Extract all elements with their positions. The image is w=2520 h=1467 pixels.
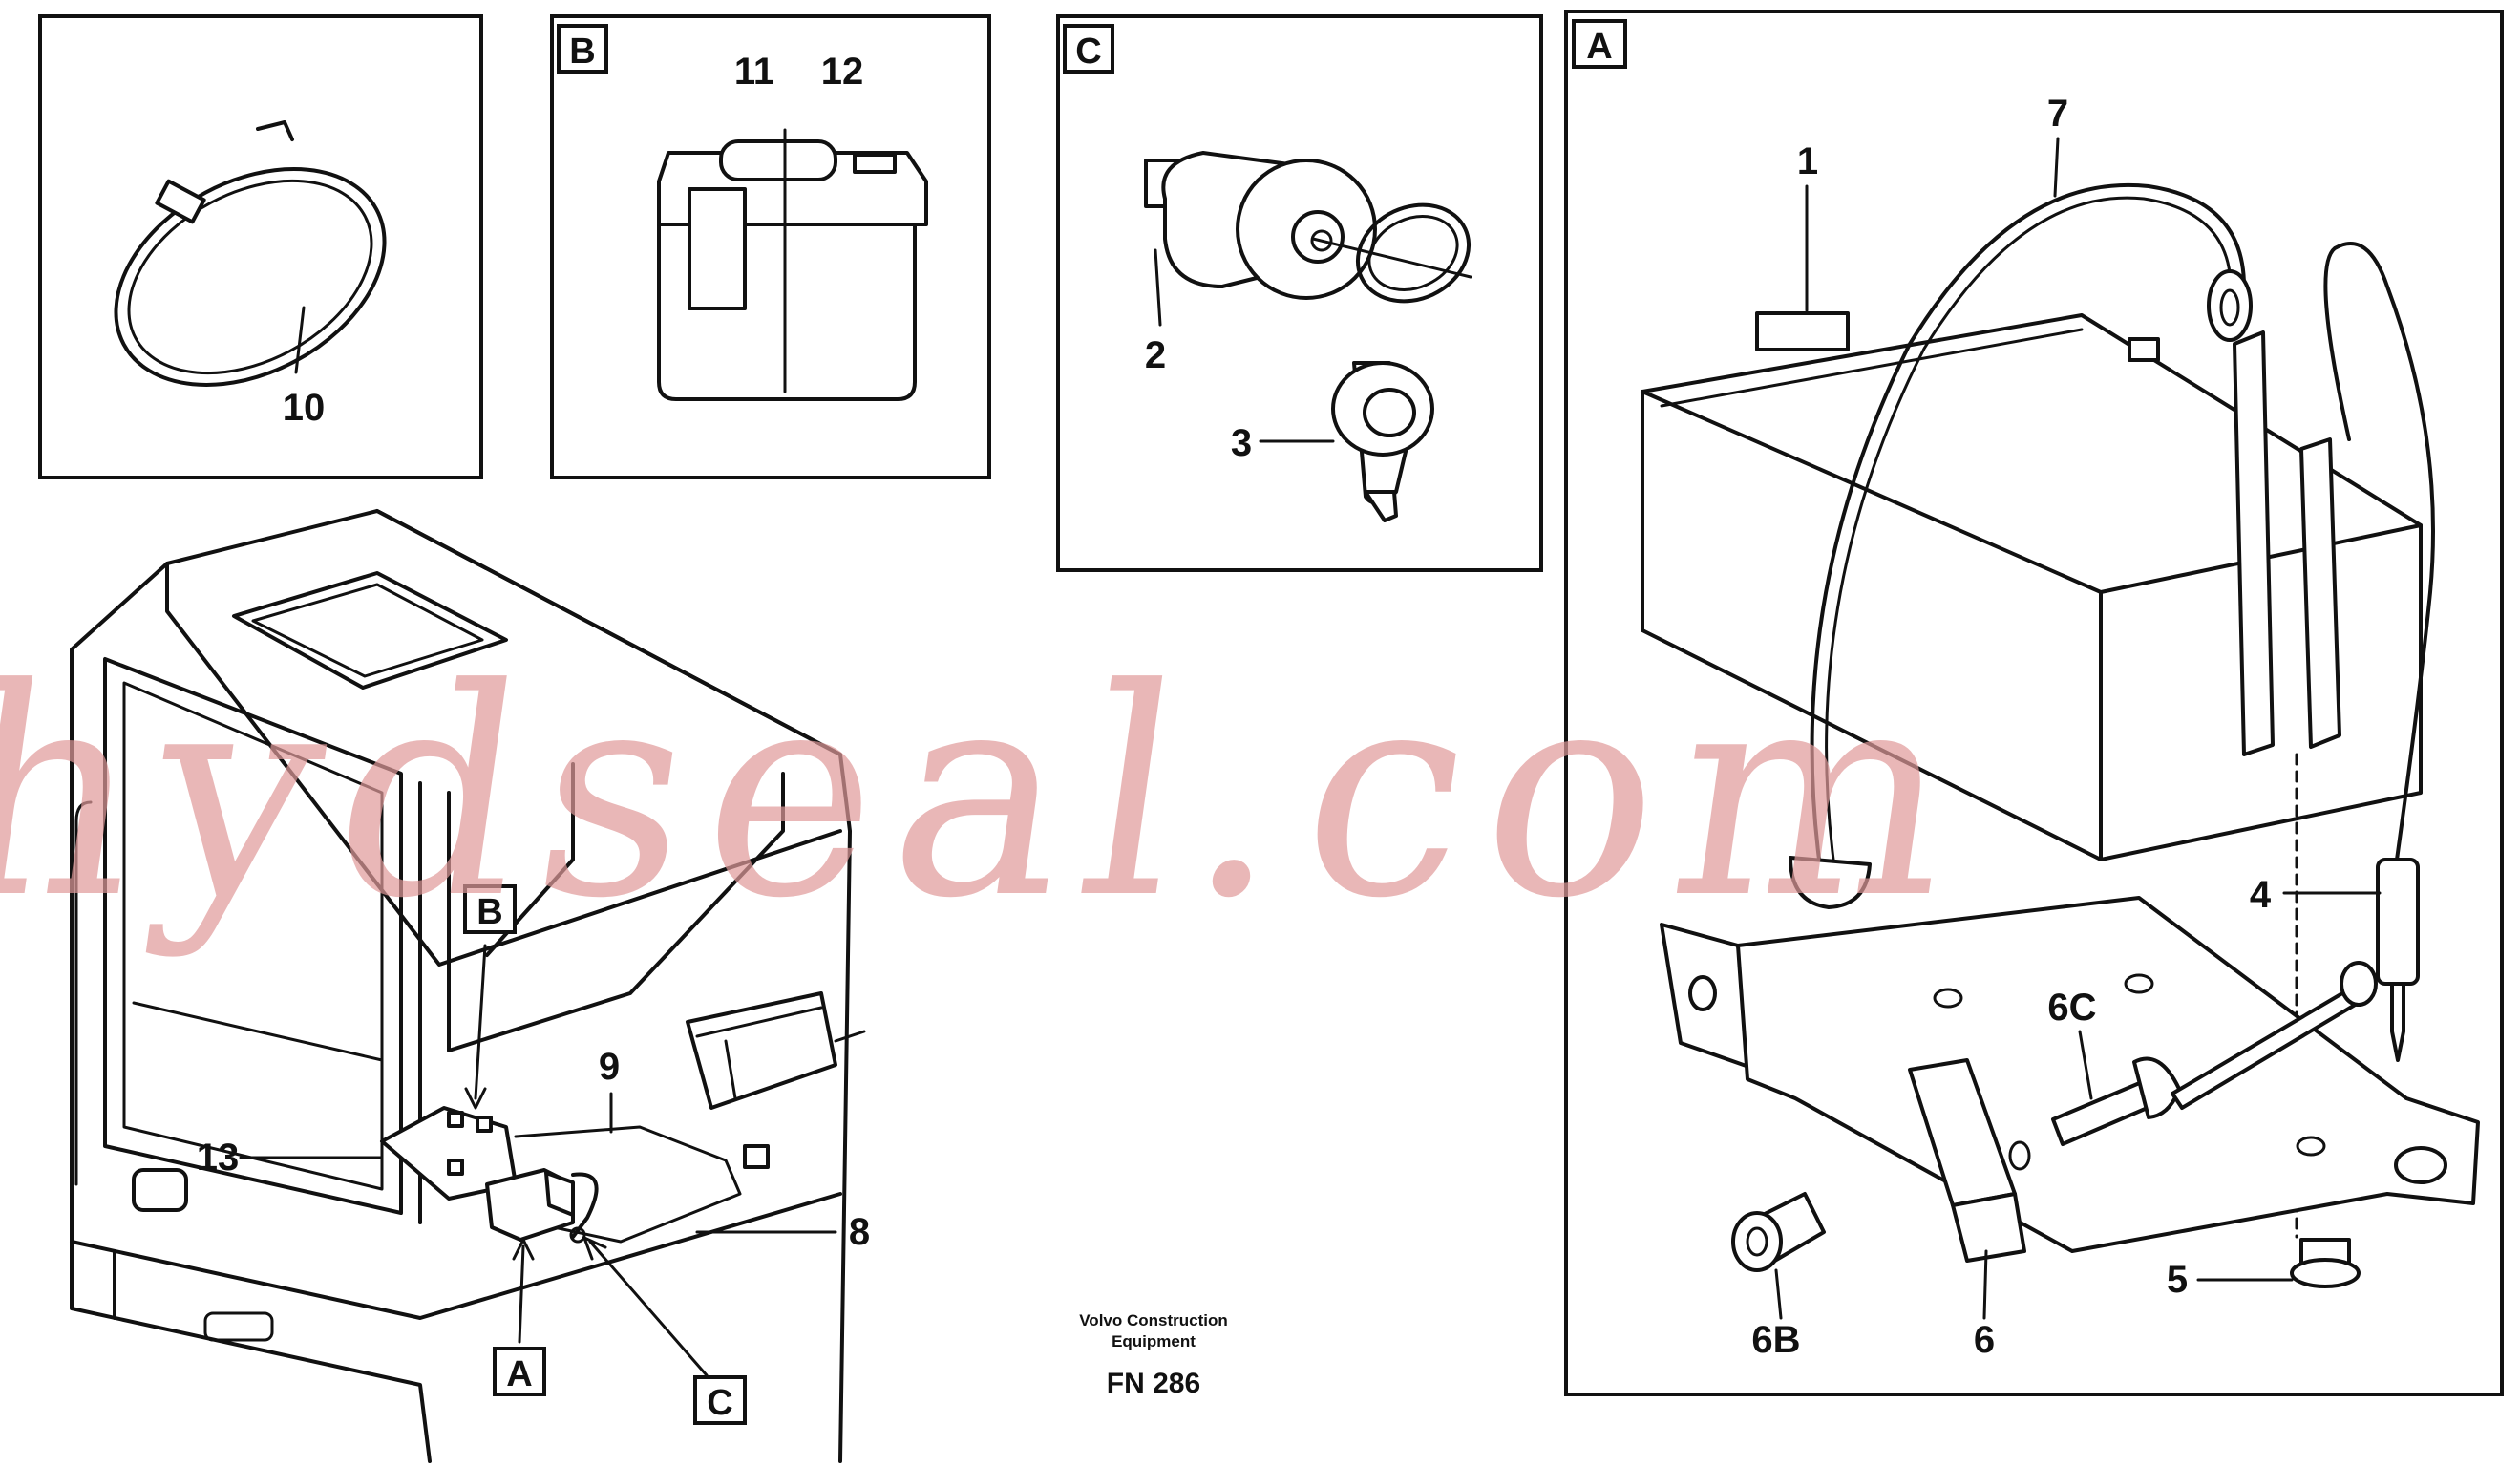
- panel-b: B 11 12: [550, 14, 991, 479]
- bracket-drawing: [1660, 896, 2480, 1288]
- callout-4: 4: [2250, 874, 2272, 916]
- callout-13: 13: [197, 1137, 240, 1179]
- callout-11: 11: [734, 51, 774, 93]
- panel-cable-tie: 10: [38, 14, 483, 479]
- panel-a-tag-box: [1572, 19, 1627, 69]
- socket-drawing: [1144, 151, 1472, 522]
- callout-2: 2: [1145, 334, 1166, 376]
- cab-tag-b-box: [463, 884, 517, 934]
- caption-line1: Volvo Construction: [1079, 1311, 1228, 1329]
- panel-c-tag: C: [1075, 32, 1101, 72]
- panel-a-tag: A: [1586, 27, 1612, 67]
- callout-8: 8: [849, 1211, 870, 1253]
- panel-b-tag: B: [569, 32, 595, 72]
- box-drawing: [1641, 311, 2423, 861]
- cab-drawing: 13 9 8 B A C: [70, 509, 870, 1463]
- caption: Volvo Construction Equipment FN 286: [1079, 1311, 1228, 1399]
- cab-tag-a: A: [506, 1354, 532, 1394]
- callout-6c: 6C: [2047, 987, 2096, 1029]
- callout-6: 6: [1974, 1319, 1995, 1361]
- cab-tag-c-box: [693, 1375, 747, 1425]
- callout-9: 9: [599, 1046, 620, 1088]
- callout-1: 1: [1797, 140, 1818, 182]
- cable-tie-drawing: [114, 120, 387, 387]
- cab-tag-a-box: [493, 1347, 546, 1396]
- cab-tag-c: C: [707, 1383, 732, 1423]
- callout-3: 3: [1231, 422, 1252, 464]
- callout-6b: 6B: [1751, 1319, 1800, 1361]
- cab-mount-plate: [380, 1106, 770, 1244]
- caption-line2: Equipment: [1112, 1332, 1196, 1350]
- cable-drawing: [1789, 182, 2253, 909]
- callout-5: 5: [2167, 1259, 2188, 1301]
- relay-drawing: [657, 128, 928, 401]
- caption-code: FN 286: [1107, 1368, 1200, 1399]
- callout-12: 12: [821, 51, 864, 93]
- callout-7: 7: [2047, 93, 2068, 135]
- callout-10: 10: [283, 387, 326, 429]
- panel-a: A: [1564, 10, 2504, 1396]
- panel-c: C 2 3: [1056, 14, 1543, 572]
- watermark: hydseal.com: [0, 627, 1993, 961]
- panel-b-tag-box: [557, 24, 608, 74]
- ground-wire-drawing: [2323, 242, 2435, 1062]
- panel-c-tag-box: [1063, 24, 1114, 74]
- cab-tag-b: B: [476, 892, 502, 932]
